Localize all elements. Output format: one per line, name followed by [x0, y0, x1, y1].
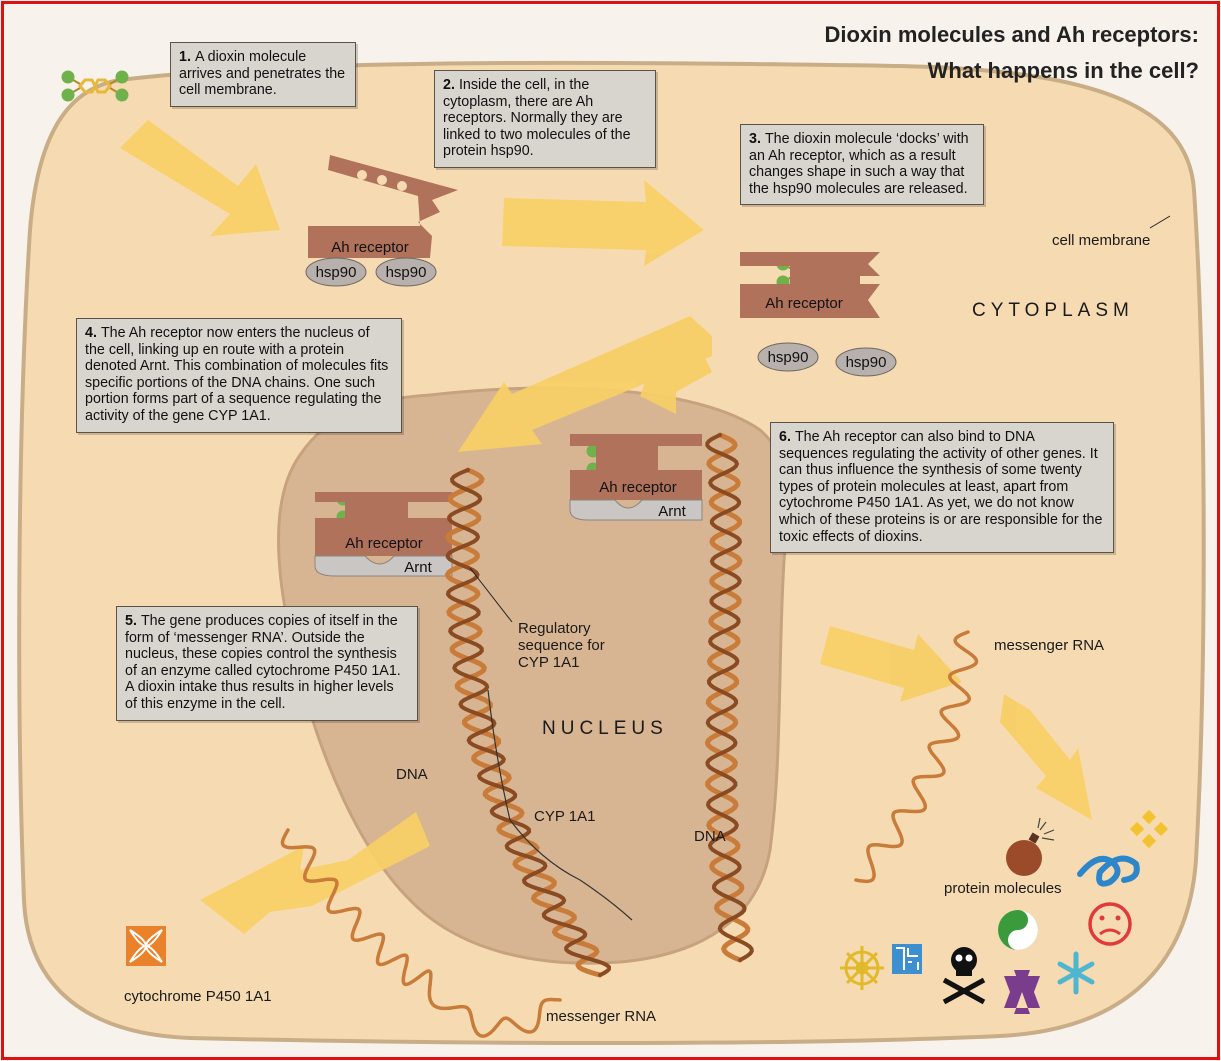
- skull-icon: [942, 947, 986, 1005]
- sad-face-icon: [1088, 902, 1132, 946]
- ah-receptor-label-2: Ah receptor: [765, 295, 843, 312]
- cross-icon: [1004, 970, 1040, 1014]
- hsp90-label-1b: hsp90: [386, 264, 427, 281]
- step-note-3: 3.The dioxin molecule ‘docks’ with an Ah…: [740, 124, 984, 206]
- title-line-2: What happens in the cell?: [927, 58, 1199, 83]
- asterisk-icon: [1057, 951, 1095, 995]
- step-number: 5.: [125, 613, 137, 629]
- mrna-strand: [280, 828, 433, 987]
- step-number: 6.: [779, 429, 791, 445]
- swirl-icon: [1077, 855, 1140, 887]
- bomb-icon: [1006, 840, 1042, 876]
- cytoplasm-label: CYTOPLASM: [972, 300, 1134, 321]
- ah-receptor-arnt-right: [569, 434, 703, 521]
- wheel-icon: [840, 946, 884, 990]
- ah-receptor-1: [305, 155, 458, 287]
- ah-receptor-arnt-left: [314, 492, 453, 577]
- messenger-rna-bottom-label: messenger RNA: [546, 1008, 657, 1025]
- protein-molecules-label: protein molecules: [944, 880, 1062, 897]
- step-note-4: 4.The Ah receptor now enters the nucleus…: [76, 318, 402, 433]
- arnt-label-1: Arnt: [404, 559, 432, 576]
- cytochrome-icon: [126, 926, 166, 966]
- ah-receptor-label-4: Ah receptor: [599, 479, 677, 496]
- dna-right-label: DNA: [694, 828, 726, 845]
- maze-icon: [892, 944, 922, 974]
- mrna-strand: [427, 983, 562, 1038]
- cytochrome-label: cytochrome P450 1A1: [124, 988, 272, 1005]
- step-note-6: 6.The Ah receptor can also bind to DNA s…: [770, 422, 1114, 554]
- mrna-strand: [854, 630, 979, 884]
- cyp1a1-label: CYP 1A1: [534, 808, 596, 825]
- dna-strand: [705, 433, 754, 962]
- hsp90-label-2a: hsp90: [768, 349, 809, 366]
- protein-icons: [840, 809, 1169, 1014]
- hsp90-label-1a: hsp90: [316, 264, 357, 281]
- step-note-2: 2.Inside the cell, in the cytoplasm, the…: [434, 70, 656, 168]
- step-number: 3.: [749, 131, 761, 147]
- ah-receptor-label-3: Ah receptor: [345, 535, 423, 552]
- dna-helix-right: [704, 432, 754, 963]
- leader-membrane: [1149, 215, 1171, 229]
- yin-yang-icon: [998, 910, 1038, 950]
- dna-helix-left: [444, 467, 612, 978]
- dna-strand: [445, 468, 612, 977]
- arnt-label-2: Arnt: [658, 503, 686, 520]
- step-text: The dioxin molecule ‘docks’ with an Ah r…: [749, 131, 969, 197]
- messenger-rna-right-label: messenger RNA: [994, 637, 1105, 654]
- cyp1a1-bracket: [487, 689, 633, 921]
- step-note-1: 1.A dioxin molecule arrives and penetrat…: [170, 42, 356, 107]
- messenger-rna-strands: [280, 630, 979, 1038]
- cell-membrane-label: cell membrane: [1052, 232, 1151, 249]
- dna-left-label: DNA: [396, 766, 428, 783]
- diamond-cluster-icon: [1129, 809, 1169, 849]
- step-note-5: 5.The gene produces copies of itself in …: [116, 606, 418, 721]
- nucleus-label: NUCLEUS: [542, 718, 668, 739]
- step-number: 4.: [85, 325, 97, 341]
- step-text: The gene produces copies of itself in th…: [125, 613, 401, 712]
- hsp90-label-2b: hsp90: [846, 354, 887, 371]
- step-text: The Ah receptor can also bind to DNA seq…: [779, 429, 1103, 545]
- step-text: Inside the cell, in the cytoplasm, there…: [443, 77, 631, 160]
- step-text: The Ah receptor now enters the nucleus o…: [85, 325, 389, 424]
- regulatory-sequence-label: Regulatory sequence for CYP 1A1: [518, 620, 605, 671]
- ah-receptor-label-1: Ah receptor: [331, 239, 409, 256]
- ah-receptor-2: [740, 252, 897, 377]
- title-line-1: Dioxin molecules and Ah receptors:: [824, 22, 1200, 47]
- process-arrows: [120, 120, 1092, 934]
- step-number: 2.: [443, 77, 455, 93]
- leader-regulatory: [469, 567, 513, 623]
- step-text: A dioxin molecule arrives and penetrates…: [179, 49, 346, 99]
- step-number: 1.: [179, 49, 191, 65]
